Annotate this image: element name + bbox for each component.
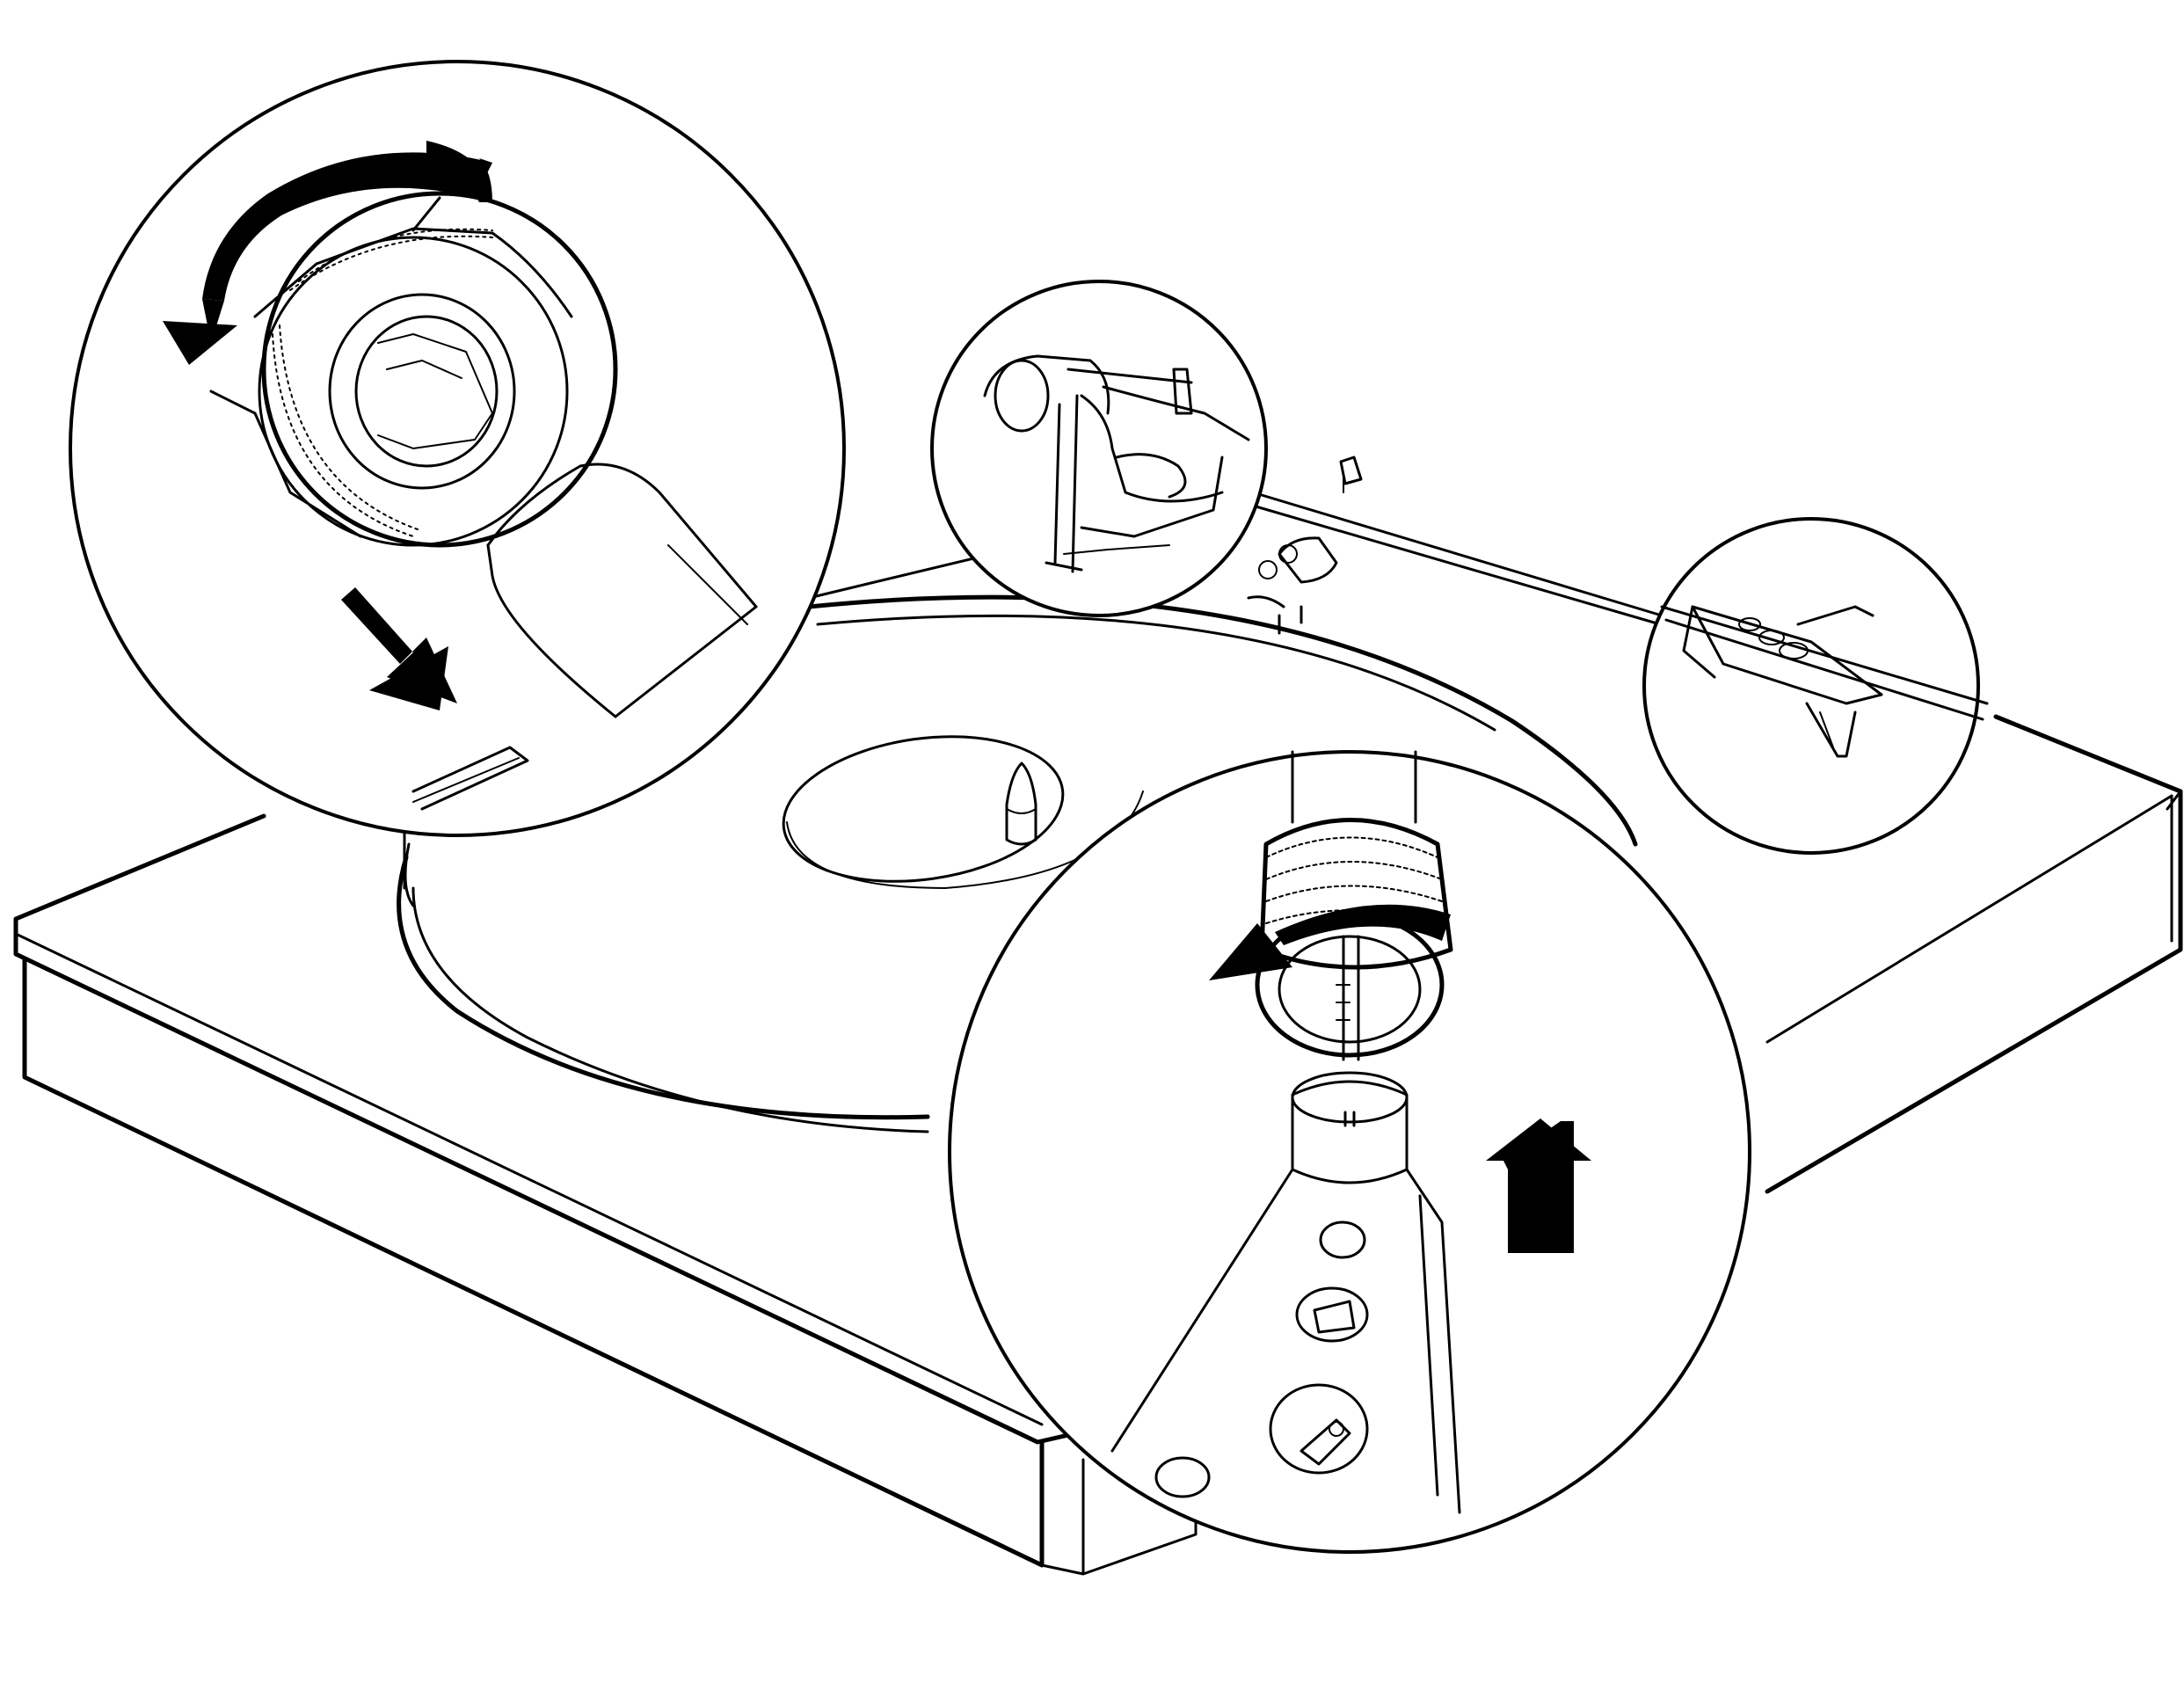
turntable-platter	[397, 594, 1638, 1133]
rotate-collar-arrow-icon	[1209, 904, 1451, 980]
headshell-detail-callout	[1642, 517, 1989, 855]
headshell-connector-detail-callout	[948, 750, 1751, 1554]
push-down-arrow-icon	[341, 587, 457, 710]
lift-up-arrow-icon	[1486, 1118, 1591, 1253]
spindle	[1005, 761, 1037, 846]
counterweight-knob	[209, 191, 618, 548]
counterweight-detail-callout	[69, 60, 846, 837]
tonearm	[1247, 455, 1668, 635]
locking-collar	[1255, 818, 1453, 1061]
tonearm-pivot-detail-callout	[930, 280, 1268, 617]
rotate-counterweight-arrow-icon	[163, 141, 492, 365]
